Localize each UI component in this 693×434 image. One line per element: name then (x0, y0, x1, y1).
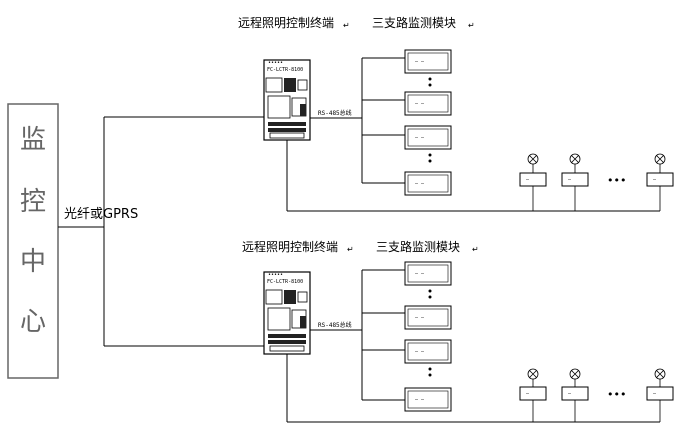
group-2: 远程照明控制终端 三支路监测模块 ↵ ↵ ••••• FC-LCTR-8100 … (242, 239, 674, 423)
ellipsis-2: ••• (607, 388, 626, 401)
lamp-label: — (568, 391, 572, 397)
device-model-2: FC-LCTR-8100 (267, 279, 303, 285)
control-center-char-4: 心 (20, 307, 46, 337)
link-label: 光纤或GPRS (64, 207, 138, 222)
lamp-branch: — (646, 368, 674, 422)
module-text: — — (415, 349, 425, 355)
return-mark-icon: ↵ (468, 21, 475, 30)
device-brand-2: ••••• (268, 272, 283, 278)
module-title-2: 三支路监测模块 (376, 239, 460, 254)
module-text: — — (415, 271, 425, 277)
control-center: 监 控 中 心 (7, 103, 59, 379)
module-text: — — (415, 101, 425, 107)
lamp-branch: — (519, 153, 547, 211)
bus-label-1: RS-485总线 (318, 109, 352, 117)
lamp-label: — (653, 177, 657, 183)
control-center-box (7, 103, 59, 379)
ellipsis-1: ••• (607, 174, 626, 187)
monitor-module: — — (404, 305, 452, 330)
monitor-module: — — (404, 261, 452, 286)
monitor-module: — — (404, 125, 452, 150)
device-model-1: FC-LCTR-8100 (267, 67, 303, 73)
terminal-title-1: 远程照明控制终端 (238, 15, 334, 30)
monitor-module: — — (404, 91, 452, 116)
monitor-module: — — (404, 49, 452, 74)
control-center-char-2: 控 (20, 187, 46, 217)
return-mark-icon: ↵ (472, 245, 479, 254)
control-center-char-1: 监 (20, 125, 46, 155)
lamp-branch: — (561, 368, 589, 422)
return-mark-icon: ↵ (347, 245, 354, 254)
monitor-module: — — (404, 387, 452, 412)
module-text: — — (415, 59, 425, 65)
lamp-branch: — (561, 153, 589, 211)
terminal-device-1: ••••• FC-LCTR-8100 (263, 59, 311, 141)
module-text: — — (415, 397, 425, 403)
group-1: 远程照明控制终端 三支路监测模块 ↵ ↵ ••••• FC-LCTR-8100 … (238, 15, 674, 212)
device-brand-1: ••••• (268, 60, 283, 66)
module-title-1: 三支路监测模块 (372, 15, 456, 30)
control-center-char-3: 中 (20, 247, 46, 277)
lamp-label: — (653, 391, 657, 397)
monitor-module: — — (404, 339, 452, 364)
lamp-label: — (526, 391, 530, 397)
module-text: — — (415, 181, 425, 187)
monitor-module: — — (404, 171, 452, 196)
lamp-label: — (568, 177, 572, 183)
return-mark-icon: ↵ (343, 21, 350, 30)
terminal-device-2: ••••• FC-LCTR-8100 (263, 271, 311, 355)
bus-label-2: RS-485总线 (318, 321, 352, 329)
lamp-branch: — (519, 368, 547, 422)
terminal-title-2: 远程照明控制终端 (242, 239, 338, 254)
lamp-label: — (526, 177, 530, 183)
module-text: — — (415, 315, 425, 321)
trunk-links (58, 116, 264, 347)
lamp-branch: — (646, 153, 674, 211)
module-text: — — (415, 135, 425, 141)
